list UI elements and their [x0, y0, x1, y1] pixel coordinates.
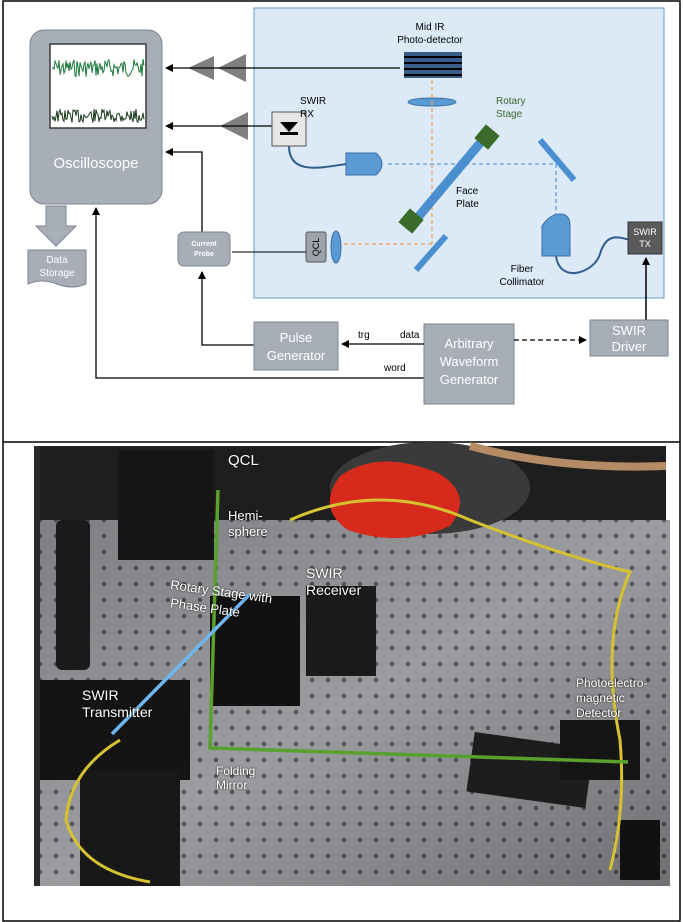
lower-left-mount — [80, 770, 180, 886]
swir-transmitter-photo-label-1: SWIR — [82, 688, 119, 703]
pulse-generator-label-1: Pulse — [280, 330, 313, 345]
current-probe-label-2: Probe — [194, 251, 214, 258]
swir-driver: SWIR Driver — [590, 320, 668, 356]
swir-driver-label-1: SWIR — [612, 323, 646, 338]
post-left — [56, 520, 90, 670]
qcl-label: QCL — [311, 238, 321, 257]
oscilloscope-label: Oscilloscope — [53, 155, 138, 172]
current-probe-label-1: Current — [191, 241, 217, 248]
qcl: QCL — [306, 231, 341, 263]
awg-label-3: Generator — [440, 372, 499, 387]
folding-mirror-photo-label-1: Folding — [216, 764, 255, 779]
mid-ir-label-2: Photo-detector — [397, 35, 463, 46]
hemisphere-photo-label-1: Hemi- — [228, 508, 263, 523]
awg: Arbitrary Waveform Generator — [424, 324, 514, 404]
detector-mount — [560, 720, 640, 780]
qcl-mount — [118, 450, 214, 560]
current-probe: Current Probe — [178, 232, 230, 266]
awg-label-2: Waveform — [440, 354, 499, 369]
swir-receiver-photo-label-1: SWIR — [306, 566, 343, 581]
hemisphere-photo-label-2: sphere — [228, 524, 268, 539]
trg-label: trg — [358, 330, 370, 341]
pulse-generator-label-2: Generator — [267, 348, 326, 363]
swir-rx-label-1: SWIR — [300, 96, 326, 107]
lab-photo — [34, 442, 670, 886]
swir-driver-label-2: Driver — [612, 339, 647, 354]
swir-receiver-photo-label-2: Receiver — [306, 583, 361, 598]
data-storage-line2: Storage — [39, 268, 74, 279]
swir-rx-label-2: RX — [300, 109, 314, 120]
fiber-collimator-label-2: Collimator — [499, 277, 545, 288]
data-label: data — [400, 330, 420, 341]
fiber-collimator-label-1: Fiber — [511, 264, 534, 275]
folding-mirror-photo-label-2: Mirror — [216, 778, 247, 793]
rotary-stage-label-1: Rotary — [496, 96, 525, 107]
swir-receiver-mount — [306, 586, 376, 676]
face-plate-label-2: Plate — [456, 199, 479, 210]
pem-detector-photo-label-1: Photoelectro- — [576, 676, 647, 691]
word-label: word — [383, 363, 406, 374]
swir-transmitter-photo-label-2: Transmitter — [82, 705, 152, 720]
rotary-stage-label-2: Stage — [496, 109, 523, 120]
oscilloscope: Oscilloscope — [30, 30, 162, 204]
qcl-lens — [331, 231, 341, 263]
swir-tx-label-1: SWIR — [633, 227, 657, 237]
pem-detector-photo-label-3: Detector — [576, 706, 621, 721]
pulse-generator: Pulse Generator — [254, 322, 338, 370]
face-plate-label-1: Face — [456, 186, 479, 197]
swir-tx: SWIR TX — [628, 222, 662, 254]
pem-detector-photo-label-2: magnetic — [576, 691, 625, 706]
rx-collimator — [346, 153, 382, 175]
data-storage-line1: Data — [46, 255, 68, 266]
swir-tx-label-2: TX — [639, 239, 651, 249]
qcl-photo-label: QCL — [228, 453, 259, 468]
corner-mount — [620, 820, 660, 880]
awg-label-1: Arbitrary — [444, 336, 494, 351]
mid-ir-label-1: Mid IR — [416, 22, 445, 33]
